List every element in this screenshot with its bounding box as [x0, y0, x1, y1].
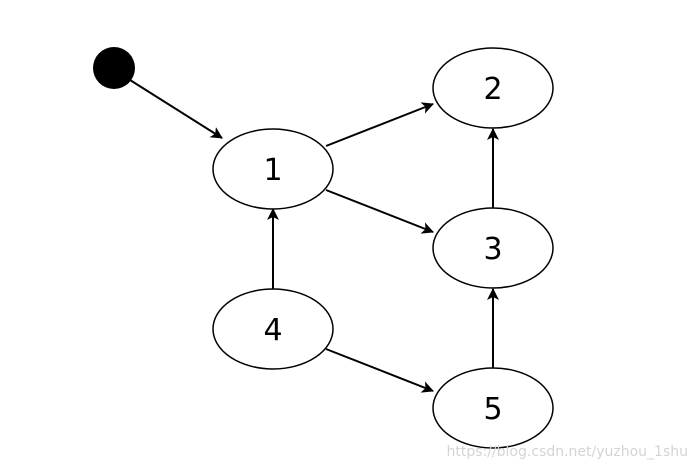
node-3-label: 3 — [483, 232, 502, 267]
node-1: 1 — [212, 128, 334, 210]
node-4-label: 4 — [263, 313, 282, 348]
node-5: 5 — [432, 367, 554, 449]
edge-4-to-5 — [325, 348, 434, 393]
watermark-text: https://blog.csdn.net/yuzhou_1shu — [446, 444, 688, 460]
edge-1-to-3 — [325, 189, 434, 234]
node-2: 2 — [432, 47, 554, 129]
node-1-label: 1 — [263, 153, 282, 188]
node-3: 3 — [432, 207, 554, 289]
edge-1-to-2 — [325, 102, 434, 147]
node-2-label: 2 — [483, 72, 502, 107]
node-4: 4 — [212, 288, 334, 370]
start-node — [93, 47, 135, 89]
edge-start-to-1 — [129, 79, 223, 139]
node-5-label: 5 — [483, 392, 502, 427]
